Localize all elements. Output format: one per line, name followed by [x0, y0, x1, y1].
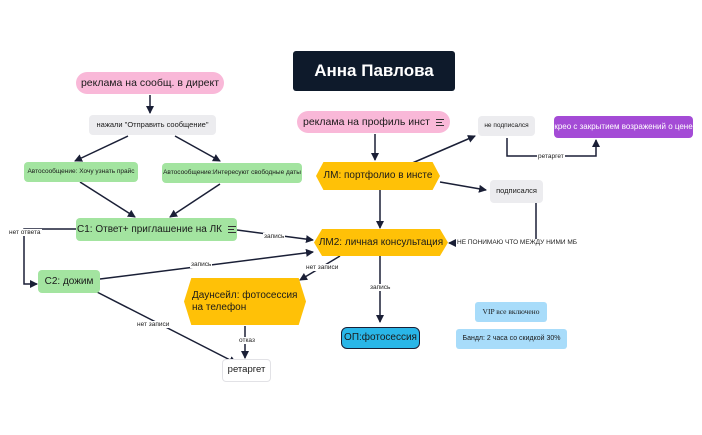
menu-lines-icon — [436, 117, 444, 128]
node-auto-dates: Автосообщение:Интересуют свободные даты — [162, 163, 302, 183]
ad-profile-label: реклама на профиль инст — [303, 115, 430, 128]
label-dont-understand: НЕ ПОНИМАЮ ЧТО МЕЖДУ НИМИ МБ — [456, 239, 579, 246]
node-pressed-send: нажали "Отправить сообщение" — [89, 115, 216, 135]
node-not-subscribed: не подписался — [478, 116, 535, 136]
node-c1: С1: Ответ+ приглашение на ЛК — [76, 218, 237, 241]
node-c2: С2: дожим — [38, 270, 100, 293]
edge-pressed-to-dates — [174, 135, 221, 162]
edge-price-to-c1 — [79, 181, 136, 218]
label-no-signup-lm2: нет записи — [305, 264, 340, 271]
node-creo: крео с закрытием возражений о цене — [554, 116, 693, 138]
node-lm2: ЛМ2: личная консультация — [314, 229, 448, 256]
menu-lines-icon — [228, 224, 236, 235]
label-no-signup-c2: нет записи — [136, 321, 171, 328]
node-vip: VIP все включено — [475, 302, 547, 322]
node-ad-direct: реклама на сообщ. в директ — [76, 72, 224, 94]
node-downsell: Даунсейл: фотосессия на телефон — [184, 278, 306, 325]
edge-lm-to-not-subscribed — [409, 135, 476, 165]
node-auto-price: Автосообщение: Хочу узнать прайс — [24, 162, 138, 182]
label-refusal: отказ — [238, 337, 256, 344]
node-ad-profile: реклама на профиль инст — [297, 111, 450, 133]
page-title: Анна Павлова — [293, 51, 455, 91]
label-retarget-edge: ретаргет — [537, 153, 565, 160]
c1-label: С1: Ответ+ приглашение на ЛК — [77, 223, 222, 235]
label-signup-lm2: запись — [369, 284, 392, 291]
edge-dates-to-c1 — [169, 183, 221, 218]
label-signup-c1: запись — [263, 233, 286, 240]
edge-pressed-to-price — [74, 135, 129, 162]
node-op: ОП:фотосессия — [341, 327, 420, 349]
edge-lm-to-subscribed — [439, 181, 487, 193]
node-lm-portfolio: ЛМ: портфолио в инсте — [316, 162, 440, 190]
edge-c1-to-c2 — [23, 228, 76, 288]
node-subscribed: подписался — [490, 180, 543, 203]
node-retarget: ретаргет — [222, 359, 271, 382]
edge-subscribed-to-lm2 — [448, 203, 537, 247]
label-signup-c2: запись — [190, 261, 213, 268]
label-no-answer: нет ответа — [8, 229, 42, 236]
node-bundle: Бандл: 2 часа со скидкой 30% — [456, 329, 567, 349]
